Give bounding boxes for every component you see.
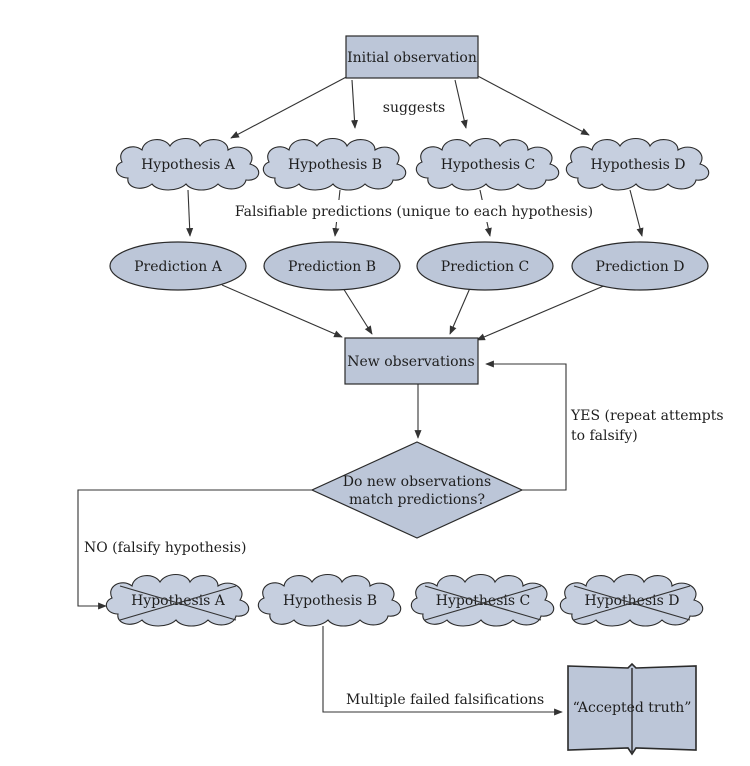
decision-line-1: Do new observations: [343, 474, 491, 490]
falsified-cross-icon: [119, 585, 237, 621]
new-observations-box: [344, 337, 479, 385]
edge-yes-loop: [485, 360, 567, 491]
outcome-hypothesis-b: Hypothesis B: [257, 573, 402, 627]
edges: [77, 73, 644, 716]
prediction-ellipse-a: Prediction A: [109, 241, 247, 291]
edge-init-to-hypothesis-d: [473, 73, 590, 136]
edge-hyp-a-to-pred-a: [186, 189, 194, 237]
prediction-a-label: Prediction A: [134, 259, 223, 275]
decision-diamond: Do new observations match predictions?: [310, 441, 524, 539]
hypothesis-cloud-d: Hypothesis D: [565, 137, 710, 191]
no-label: NO (falsify hypothesis): [84, 540, 246, 556]
initial-observation-node: Initial observation: [345, 35, 479, 79]
outcome-hypothesis-a: Hypothesis A: [105, 573, 250, 627]
outcome-hypothesis-b-label: Hypothesis B: [283, 593, 377, 609]
edge-hyp-d-to-pred-d: [629, 189, 644, 237]
edge-pred-b-to-new-obs: [342, 287, 373, 335]
accepted-truth-book: “Accepted truth”: [567, 662, 697, 756]
outcome-hypothesis-c-label: Hypothesis C: [436, 593, 530, 609]
prediction-ellipse-d: Prediction D: [571, 241, 709, 291]
hypothesis-b-label: Hypothesis B: [288, 157, 382, 173]
falsified-cross-icon: [573, 585, 691, 621]
hypothesis-d-label: Hypothesis D: [591, 157, 686, 173]
multiple-failed-label: Multiple failed falsifications: [346, 692, 544, 708]
suggests-label: suggests: [383, 100, 445, 116]
edge-pred-c-to-new-obs: [449, 287, 471, 335]
yes-label-line-2: to falsify): [571, 428, 638, 444]
prediction-c-label: Prediction C: [441, 259, 529, 275]
edge-init-to-hypothesis-b: [350, 79, 359, 129]
prediction-ellipse-c: Prediction C: [416, 241, 554, 291]
new-observations-label: New observations: [347, 354, 475, 370]
outcome-hypothesis-c: Hypothesis C: [410, 573, 555, 627]
initial-observation-label: Initial observation: [347, 50, 477, 66]
hypothesis-a-label: Hypothesis A: [141, 157, 236, 173]
outcome-hypothesis-a-label: Hypothesis A: [131, 593, 226, 609]
edge-pred-a-to-new-obs: [221, 284, 343, 338]
falsified-cross-icon: [424, 585, 542, 621]
decision-line-2: match predictions?: [349, 492, 485, 508]
outcome-hypothesis-d: Hypothesis D: [559, 573, 704, 627]
prediction-d-label: Prediction D: [596, 259, 685, 275]
falsifiable-predictions-label: Falsifiable predictions (unique to each …: [235, 204, 593, 220]
hypothesis-cloud-b: Hypothesis B: [262, 137, 407, 191]
hypothesis-cloud-c: Hypothesis C: [415, 137, 560, 191]
falsifiable-label-bg: [242, 200, 586, 222]
outcome-hypothesis-d-label: Hypothesis D: [585, 593, 680, 609]
prediction-b-label: Prediction B: [288, 259, 376, 275]
edge-no-branch: [77, 489, 312, 610]
new-observations-node: New observations: [344, 337, 479, 385]
hypothesis-cloud-a: Hypothesis A: [115, 137, 260, 191]
edge-init-to-hypothesis-c: [454, 79, 468, 129]
prediction-ellipse-b: Prediction B: [263, 241, 401, 291]
yes-label-line-1: YES (repeat attempts: [570, 408, 724, 424]
hypothesis-c-label: Hypothesis C: [441, 157, 535, 173]
edge-init-to-hypothesis-a: [230, 73, 353, 139]
edge-to-accepted-truth: [322, 626, 563, 716]
initial-observation-box: [345, 35, 479, 79]
accepted-truth-label: “Accepted truth”: [573, 700, 692, 716]
edge-pred-d-to-new-obs: [476, 284, 607, 341]
